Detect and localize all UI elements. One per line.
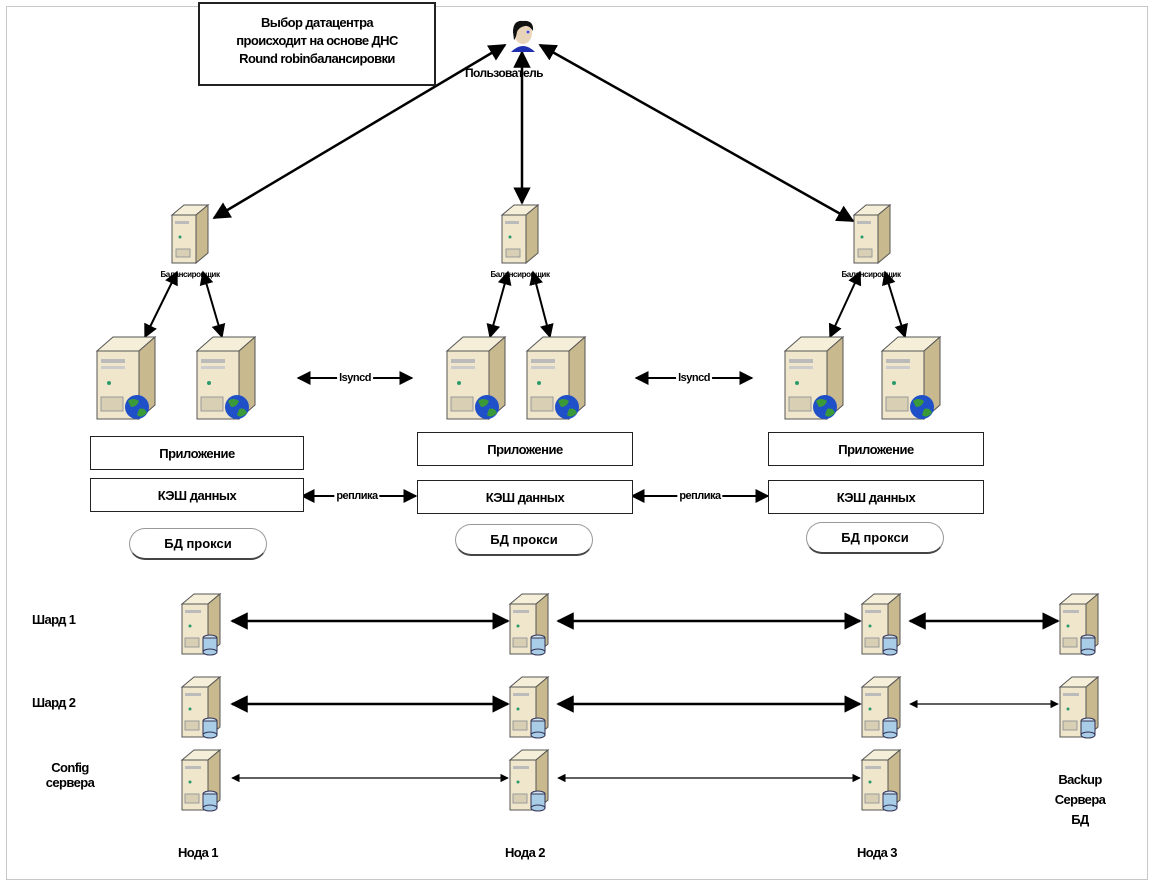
db-server-icon (860, 675, 908, 744)
node-3-label: Нода 3 (857, 845, 897, 860)
replica-label: реплика (334, 490, 380, 502)
node-2-label: Нода 2 (505, 845, 545, 860)
replica-label: реплика (677, 490, 723, 502)
db-proxy: БД прокси (129, 528, 267, 560)
cache-box: КЭШ данных (417, 480, 633, 514)
cache-box: КЭШ данных (90, 478, 304, 512)
db-server-icon (508, 675, 556, 744)
backup-db-label: Backup Сервера БД (1045, 770, 1115, 830)
backup-line-2: Сервера (1054, 792, 1106, 807)
db-proxy: БД прокси (455, 524, 593, 556)
dns-note: Выбор датацентра происходит на основе ДН… (198, 2, 436, 86)
note-line-2: происходит на основе ДНС (236, 33, 398, 48)
db-server-icon (180, 675, 228, 744)
web-server-icon (880, 335, 942, 421)
note-line-3: Round robinбалансировки (239, 51, 395, 66)
balancer3-app2 (882, 270, 908, 339)
web-server-icon (445, 335, 507, 421)
web-server-icon (783, 335, 845, 421)
web-server-icon (525, 335, 587, 421)
db-server-icon (860, 748, 908, 817)
shard-1-label: Шард 1 (32, 612, 76, 627)
shard-2-label: Шард 2 (32, 695, 76, 710)
sync-label: lsyncd (337, 372, 373, 384)
web-server-icon (195, 335, 257, 421)
balancer-label: Балансировщик (490, 270, 550, 279)
user-label: Пользователь (465, 66, 544, 80)
backup-db-server-icon (1058, 592, 1106, 661)
sync-label: lsyncd (676, 372, 712, 384)
app-box: Приложение (90, 436, 304, 470)
web-server-icon (95, 335, 157, 421)
backup-db-server-icon (1058, 675, 1106, 744)
db-server-icon (508, 748, 556, 817)
db-server-icon (180, 748, 228, 817)
balancer-server-icon (852, 203, 892, 265)
backup-line-3: БД (1071, 812, 1089, 827)
db-server-icon (508, 592, 556, 661)
db-proxy: БД прокси (806, 522, 944, 554)
node-1-label: Нода 1 (178, 845, 218, 860)
cache-box: КЭШ данных (768, 480, 984, 514)
diagram-frame (6, 6, 1148, 880)
note-line-1: Выбор датацентра (260, 15, 374, 30)
config-label-line-2: сервера (45, 775, 95, 790)
balancer-label: Балансировщик (160, 270, 220, 279)
balancer1-app2 (199, 270, 226, 339)
db-server-icon (180, 592, 228, 661)
app-box: Приложение (768, 432, 984, 466)
balancer-server-icon (170, 203, 210, 265)
balancer1-app1 (144, 270, 178, 339)
balancer3-app1 (828, 270, 862, 339)
balancer-label: Балансировщик (841, 270, 901, 279)
backup-line-1: Backup (1058, 772, 1102, 787)
user-to-balancer-3 (538, 43, 855, 223)
balancer2-app1 (486, 270, 512, 339)
balancer-server-icon (500, 203, 540, 265)
config-servers-label: Config сервера (30, 760, 110, 790)
db-server-icon (860, 592, 908, 661)
user-icon (511, 20, 535, 52)
user-to-balancer-1 (212, 43, 507, 220)
app-box: Приложение (417, 432, 633, 466)
config-label-line-1: Config (51, 760, 89, 775)
balancer2-app2 (529, 270, 554, 339)
